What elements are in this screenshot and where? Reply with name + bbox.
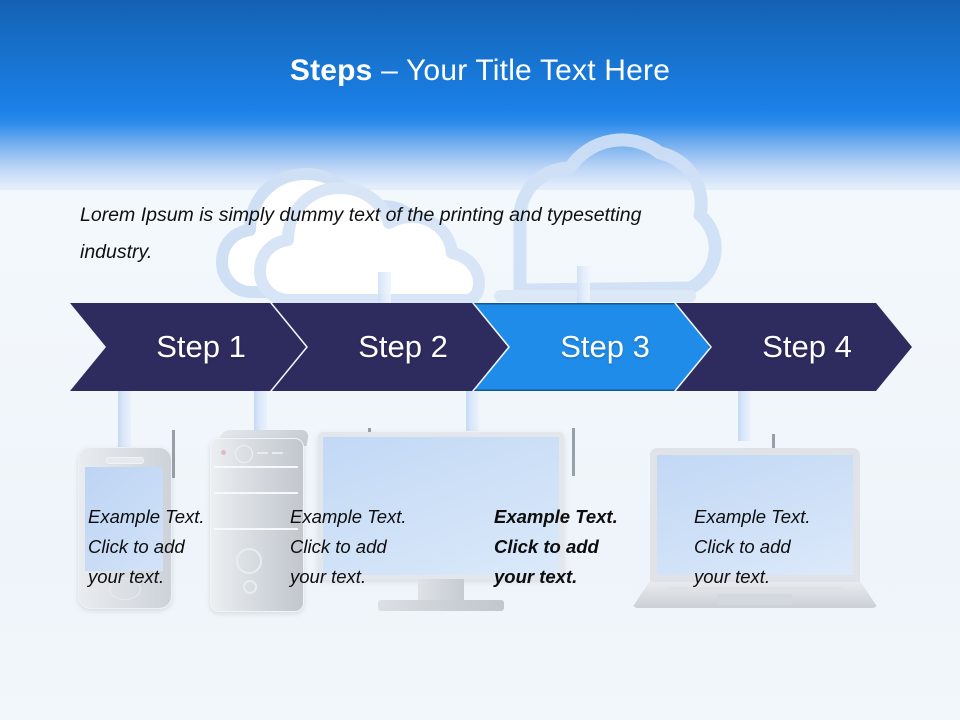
cloud-decoration-group <box>216 133 722 306</box>
tower-drive-bay-3 <box>214 528 298 530</box>
step-chevron-2[interactable]: Step 2 <box>272 303 508 391</box>
tower-drive-bay-1 <box>214 466 298 468</box>
monitor-stand-base <box>378 600 504 611</box>
step-chevron-4-label: Step 4 <box>762 329 852 364</box>
cloud-large-right-icon <box>513 133 722 297</box>
tower-power-led <box>221 450 226 455</box>
tower-power-button <box>236 548 262 574</box>
step-chevron-2-label: Step 2 <box>358 329 448 364</box>
device-stem-1 <box>118 391 131 453</box>
smartphone-home-button <box>109 578 141 600</box>
device-monitor <box>318 432 564 612</box>
device-desktop-tower <box>210 430 314 614</box>
device-smartphone <box>78 447 172 609</box>
monitor-frame <box>318 432 564 580</box>
caption-step-4[interactable]: Example Text. Click to add your text. <box>694 506 811 587</box>
monitor-screen <box>323 437 559 575</box>
slide-title-emphasis: Steps <box>289 54 373 87</box>
tower-reset-button <box>243 580 257 594</box>
cloud-stem-left <box>378 272 391 306</box>
caption-step-2[interactable]: Example Text. Click to add your text. <box>290 506 407 587</box>
cloud-stem-right <box>577 266 590 306</box>
device-stem-4 <box>738 391 751 441</box>
caption-step-1[interactable]: Example Text. Click to add your text. <box>88 506 205 587</box>
cloud-outline-front-icon <box>254 182 485 306</box>
step-chevron-3-label: Step 3 <box>560 329 650 364</box>
monitor-stand-neck <box>418 579 464 601</box>
step-chevron-1[interactable]: Step 1 <box>70 303 306 391</box>
intro-line-2: industry. <box>80 241 153 263</box>
slide-title-rest: – Your Title Text Here <box>372 54 671 87</box>
steps-chevron-band: Step 1 Step 2 Step 3 Step 4 <box>0 303 960 395</box>
tower-optical-drive-icon <box>235 445 253 463</box>
laptop-trackpad <box>718 594 792 605</box>
tower-vent-dash-1 <box>257 452 268 454</box>
tower-drive-bay-2 <box>214 492 298 494</box>
tick-connector-3 <box>572 428 575 476</box>
step-chevron-1-label: Step 1 <box>156 329 246 364</box>
tick-connector-1 <box>172 430 175 478</box>
tower-vent-dash-2 <box>272 452 283 454</box>
slide-title: Steps – Your Title Text Here <box>0 52 960 90</box>
caption-step-3[interactable]: Example Text. Click to add your text. <box>494 506 618 587</box>
sky-gradient-background <box>0 0 960 210</box>
laptop-keyboard <box>668 587 842 592</box>
device-laptop <box>632 448 878 620</box>
smartphone-screen <box>85 467 163 571</box>
intro-paragraph: Lorem Ipsum is simply dummy text of the … <box>80 197 900 271</box>
smartphone-earpiece <box>106 457 144 464</box>
intro-line-1: Lorem Ipsum is simply dummy text of the … <box>80 204 642 226</box>
device-stem-2 <box>254 391 267 433</box>
device-stem-3 <box>466 391 479 431</box>
laptop-screen <box>657 455 853 575</box>
laptop-lid <box>650 448 860 584</box>
step-chevron-4[interactable]: Step 4 <box>676 303 912 391</box>
step-chevron-3[interactable]: Step 3 <box>474 303 710 391</box>
